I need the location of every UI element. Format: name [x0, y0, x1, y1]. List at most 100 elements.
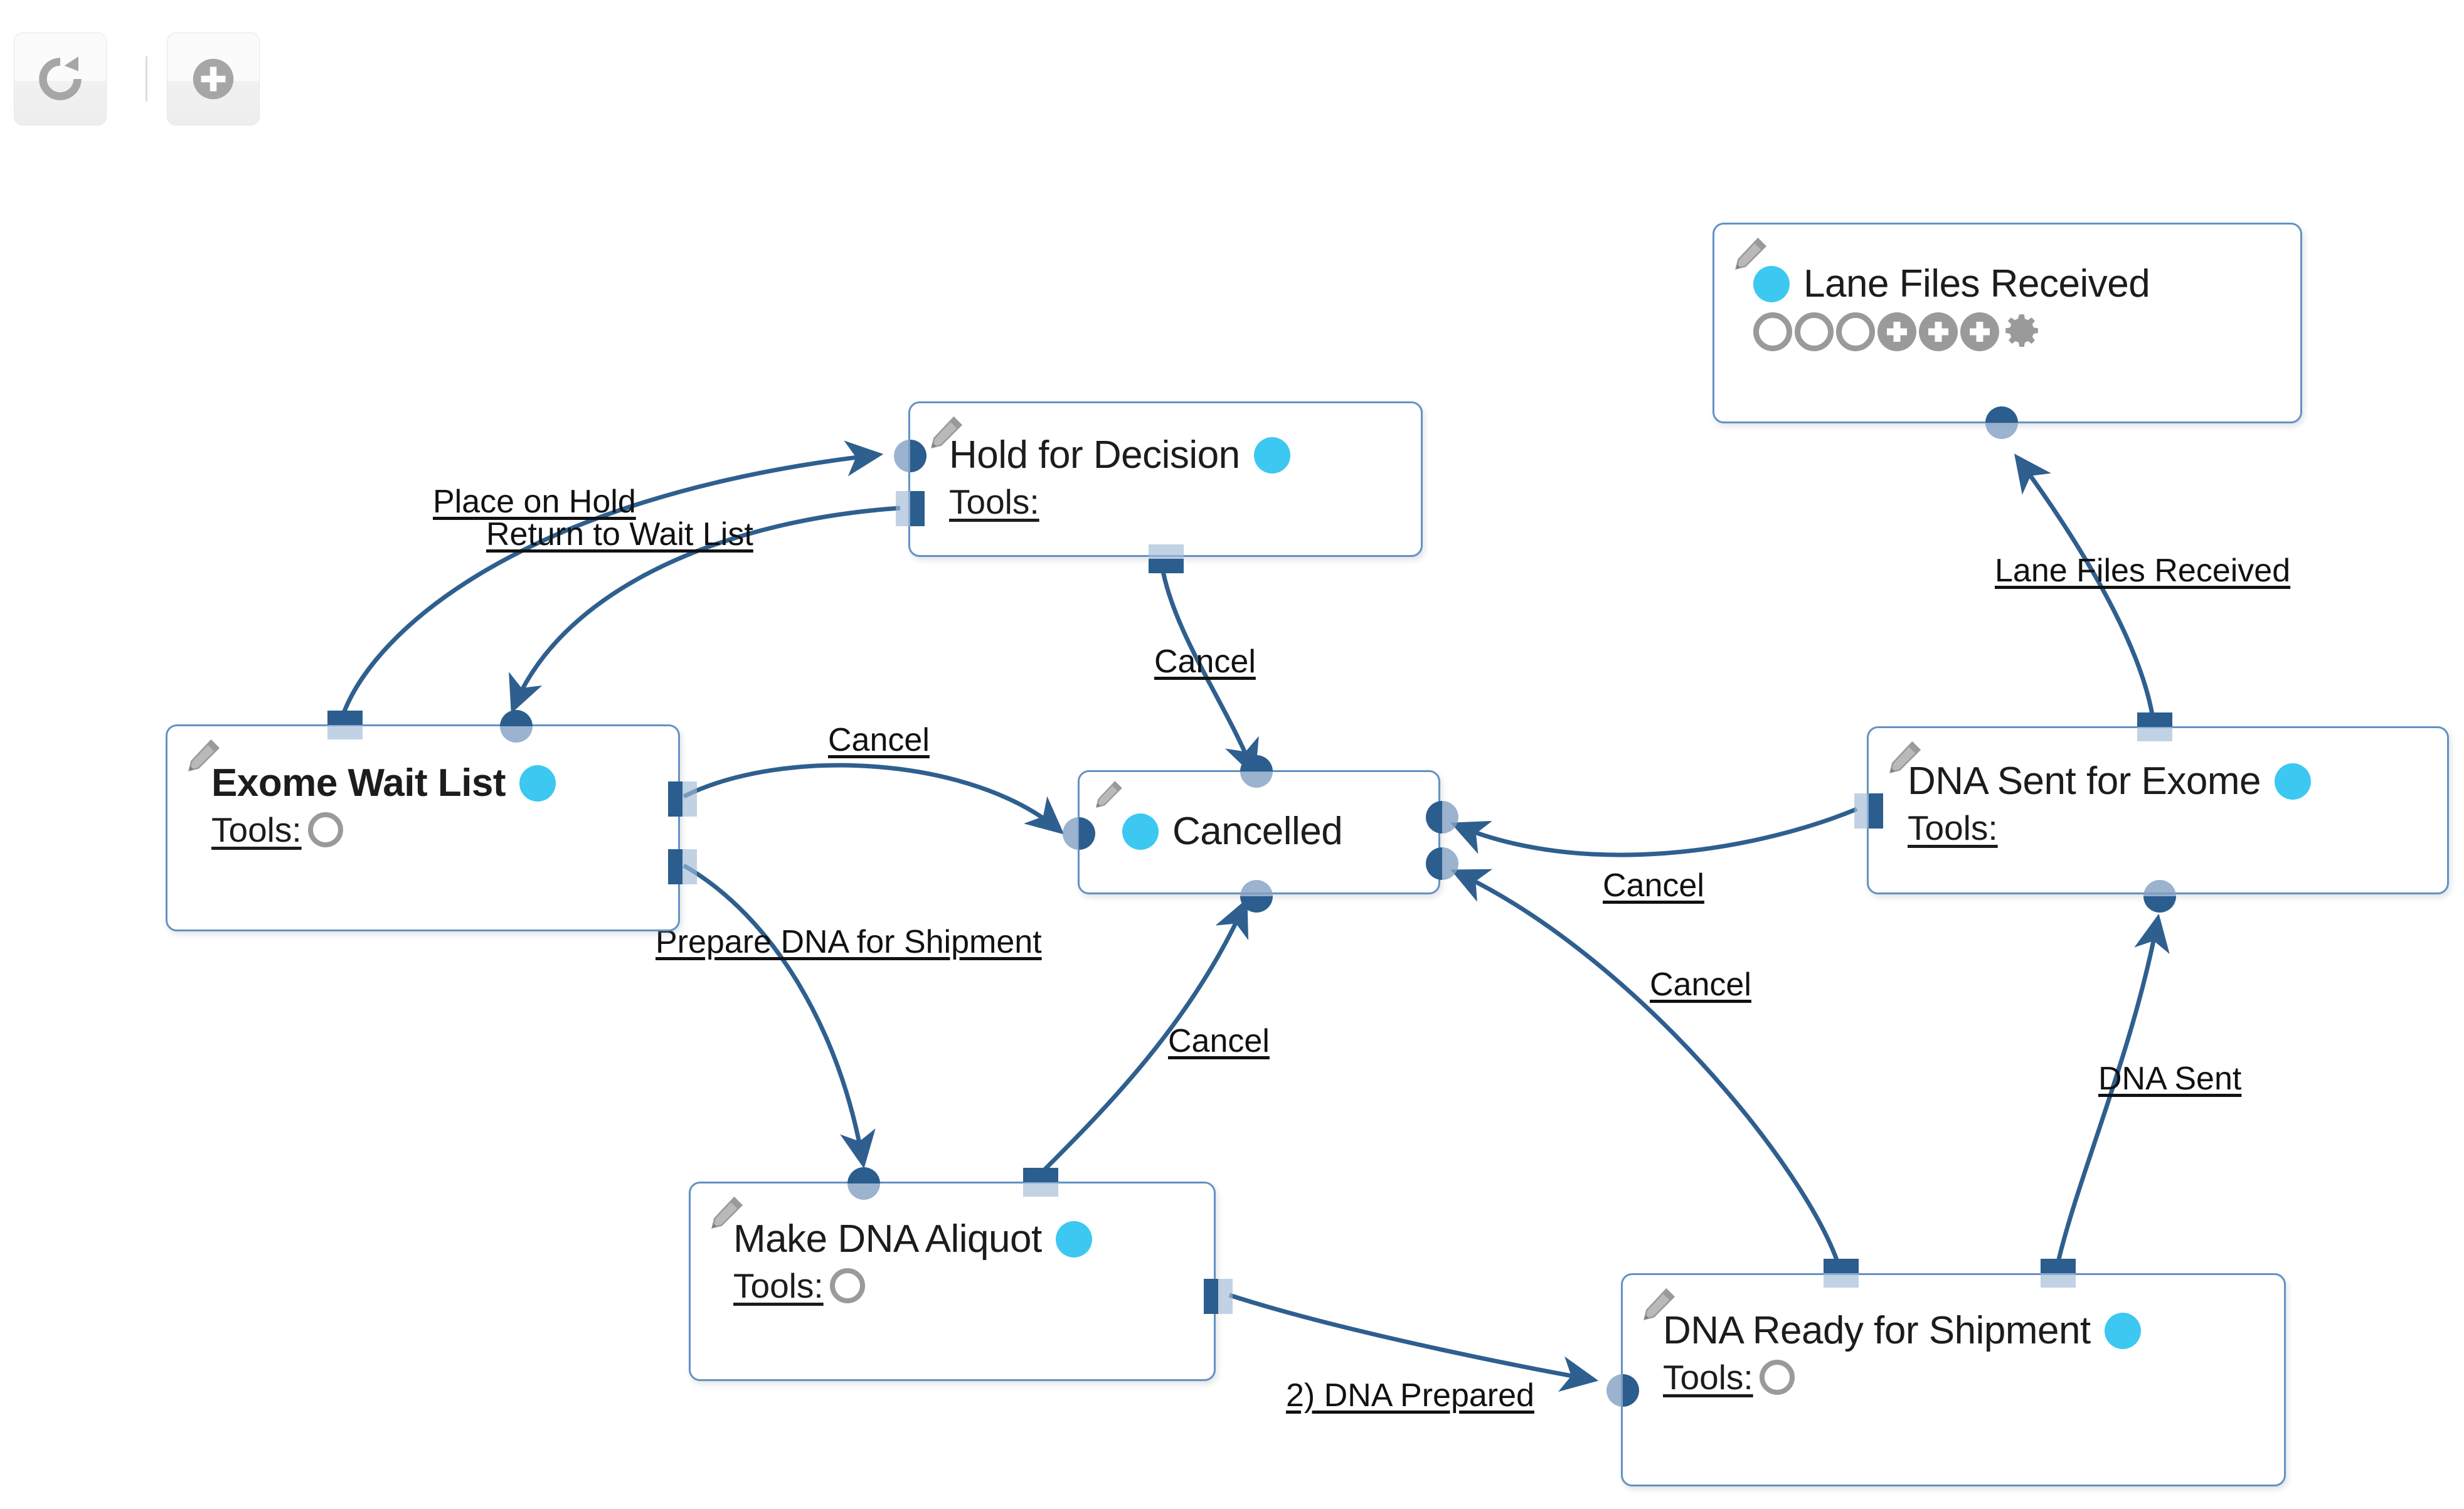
refresh-icon — [39, 56, 82, 100]
edge-label-sent-cancel[interactable]: Cancel — [1603, 867, 1704, 904]
edge-label-hold-cancel[interactable]: Cancel — [1154, 643, 1256, 680]
node-tools-row: Tools: — [211, 810, 666, 850]
node-title: Cancelled — [1172, 810, 1343, 853]
tools-label: Tools: — [211, 810, 302, 850]
edge-ready-cancel — [1450, 869, 1842, 1268]
node-title-row: Make DNA Aliquot — [733, 1219, 1201, 1259]
port-top-left[interactable] — [847, 1167, 880, 1200]
edge-label-place-on-hold[interactable]: Place on Hold — [433, 484, 636, 520]
node-title: Make DNA Aliquot — [733, 1217, 1042, 1261]
edge-label-prepare-dna[interactable]: Prepare DNA for Shipment — [656, 924, 1042, 960]
node-make-dna-aliquot[interactable]: Make DNA Aliquot Tools: — [689, 1167, 1233, 1381]
add-button[interactable] — [167, 33, 260, 125]
node-tools-row: Tools: — [733, 1266, 1201, 1306]
node-title-row: DNA Sent for Exome — [1908, 761, 2435, 802]
status-dot — [2275, 763, 2312, 800]
tools-label: Tools: — [733, 1266, 824, 1306]
plus-circle-icon[interactable] — [1919, 312, 1958, 352]
edge-label-return-to-wait-list[interactable]: Return to Wait List — [486, 516, 753, 553]
node-title: Hold for Decision — [949, 433, 1240, 477]
node-tools-row: Tools: — [949, 482, 1408, 522]
node-title: Lane Files Received — [1803, 262, 2150, 305]
node-title-row: Hold for Decision — [949, 435, 1408, 475]
plus-circle-icon[interactable] — [1960, 312, 1999, 352]
pencil-icon[interactable] — [1092, 778, 1125, 811]
edge-dna-prepared — [1228, 1293, 1599, 1392]
tools-label: Tools: — [1908, 808, 1998, 848]
gear-icon[interactable] — [2002, 312, 2042, 352]
node-exome-wait-list[interactable]: Exome Wait List Tools: — [166, 710, 697, 931]
port-left[interactable] — [1606, 1374, 1639, 1407]
tools-label: Tools: — [949, 482, 1039, 522]
circle-icon[interactable] — [1836, 312, 1875, 352]
node-title: Exome Wait List — [211, 761, 506, 805]
node-title-row: Cancelled — [1122, 811, 1426, 852]
tools-label: Tools: — [1663, 1358, 1753, 1397]
port-left[interactable] — [1854, 793, 1883, 829]
port-right-top[interactable] — [668, 781, 697, 817]
node-tools-row: Tools: — [1908, 808, 2435, 848]
port-left-bottom[interactable] — [896, 491, 925, 526]
pencil-icon[interactable] — [707, 1194, 746, 1232]
edge-label-lane-files-received[interactable]: Lane Files Received — [1995, 553, 2291, 589]
node-hold-for-decision[interactable]: Hold for Decision Tools: — [894, 401, 1423, 573]
port-right-bottom[interactable] — [1426, 847, 1458, 880]
port-bottom[interactable] — [1149, 544, 1184, 573]
edge-sent-cancel — [1450, 807, 1858, 857]
port-top[interactable] — [1240, 755, 1273, 788]
port-right[interactable] — [1204, 1279, 1233, 1314]
port-bottom[interactable] — [1985, 406, 2018, 439]
node-cancelled[interactable]: Cancelled — [1063, 755, 1458, 913]
port-right-top[interactable] — [1426, 801, 1458, 834]
port-top-left[interactable] — [327, 711, 363, 739]
pencil-icon[interactable] — [1885, 738, 1924, 777]
node-title-row: Exome Wait List — [211, 763, 666, 803]
status-dot — [1055, 1220, 1092, 1258]
toolbar-divider — [146, 56, 147, 102]
edge-label-dna-sent[interactable]: DNA Sent — [2098, 1061, 2242, 1097]
status-dot — [1253, 437, 1290, 474]
edge-label-dna-prepared[interactable]: 2) DNA Prepared — [1286, 1377, 1534, 1414]
status-dot — [1122, 813, 1159, 850]
node-tool-icons — [1753, 312, 2288, 352]
circle-icon[interactable] — [307, 812, 343, 848]
node-title: DNA Sent for Exome — [1908, 760, 2261, 803]
plus-circle-icon[interactable] — [1877, 312, 1916, 352]
port-left[interactable] — [1063, 817, 1095, 850]
pencil-icon[interactable] — [184, 736, 223, 775]
circle-icon[interactable] — [829, 1268, 865, 1304]
port-top-right[interactable] — [2041, 1259, 2076, 1288]
edge-label-wait-cancel[interactable]: Cancel — [828, 722, 930, 758]
circle-icon[interactable] — [1795, 312, 1834, 352]
node-title-row: Lane Files Received — [1753, 263, 2288, 304]
circle-icon[interactable] — [1753, 312, 1792, 352]
node-dna-sent-for-exome[interactable]: DNA Sent for Exome Tools: — [1854, 712, 2449, 913]
status-dot — [2104, 1312, 2141, 1349]
status-dot — [1753, 265, 1790, 302]
port-bottom[interactable] — [1240, 880, 1273, 913]
port-top-right[interactable] — [500, 710, 533, 743]
circle-icon[interactable] — [1759, 1360, 1795, 1395]
pencil-icon[interactable] — [1731, 235, 1770, 273]
edge-wait-cancel — [682, 763, 1065, 835]
refresh-button[interactable] — [14, 33, 107, 125]
pencil-icon[interactable] — [927, 413, 965, 452]
port-top-left[interactable] — [1824, 1259, 1859, 1288]
node-dna-ready-for-shipment[interactable]: DNA Ready for Shipment Tools: — [1606, 1259, 2286, 1486]
port-bottom[interactable] — [2143, 880, 2176, 913]
node-lane-files-received[interactable]: Lane Files Received — [1713, 223, 2302, 439]
port-top[interactable] — [2137, 712, 2172, 741]
edge-label-aliquot-cancel[interactable]: Cancel — [1168, 1023, 1270, 1059]
port-left-top[interactable] — [894, 440, 927, 472]
port-top-right[interactable] — [1023, 1168, 1058, 1197]
toolbar — [0, 0, 2464, 163]
status-dot — [519, 765, 556, 802]
plus-circle-icon — [193, 58, 234, 100]
node-title-row: DNA Ready for Shipment — [1663, 1310, 2271, 1351]
edge-prepare-dna — [682, 863, 876, 1169]
port-right-bottom[interactable] — [668, 849, 697, 884]
node-title: DNA Ready for Shipment — [1663, 1309, 2091, 1352]
edge-label-ready-cancel[interactable]: Cancel — [1650, 966, 1751, 1003]
pencil-icon[interactable] — [1639, 1285, 1678, 1324]
